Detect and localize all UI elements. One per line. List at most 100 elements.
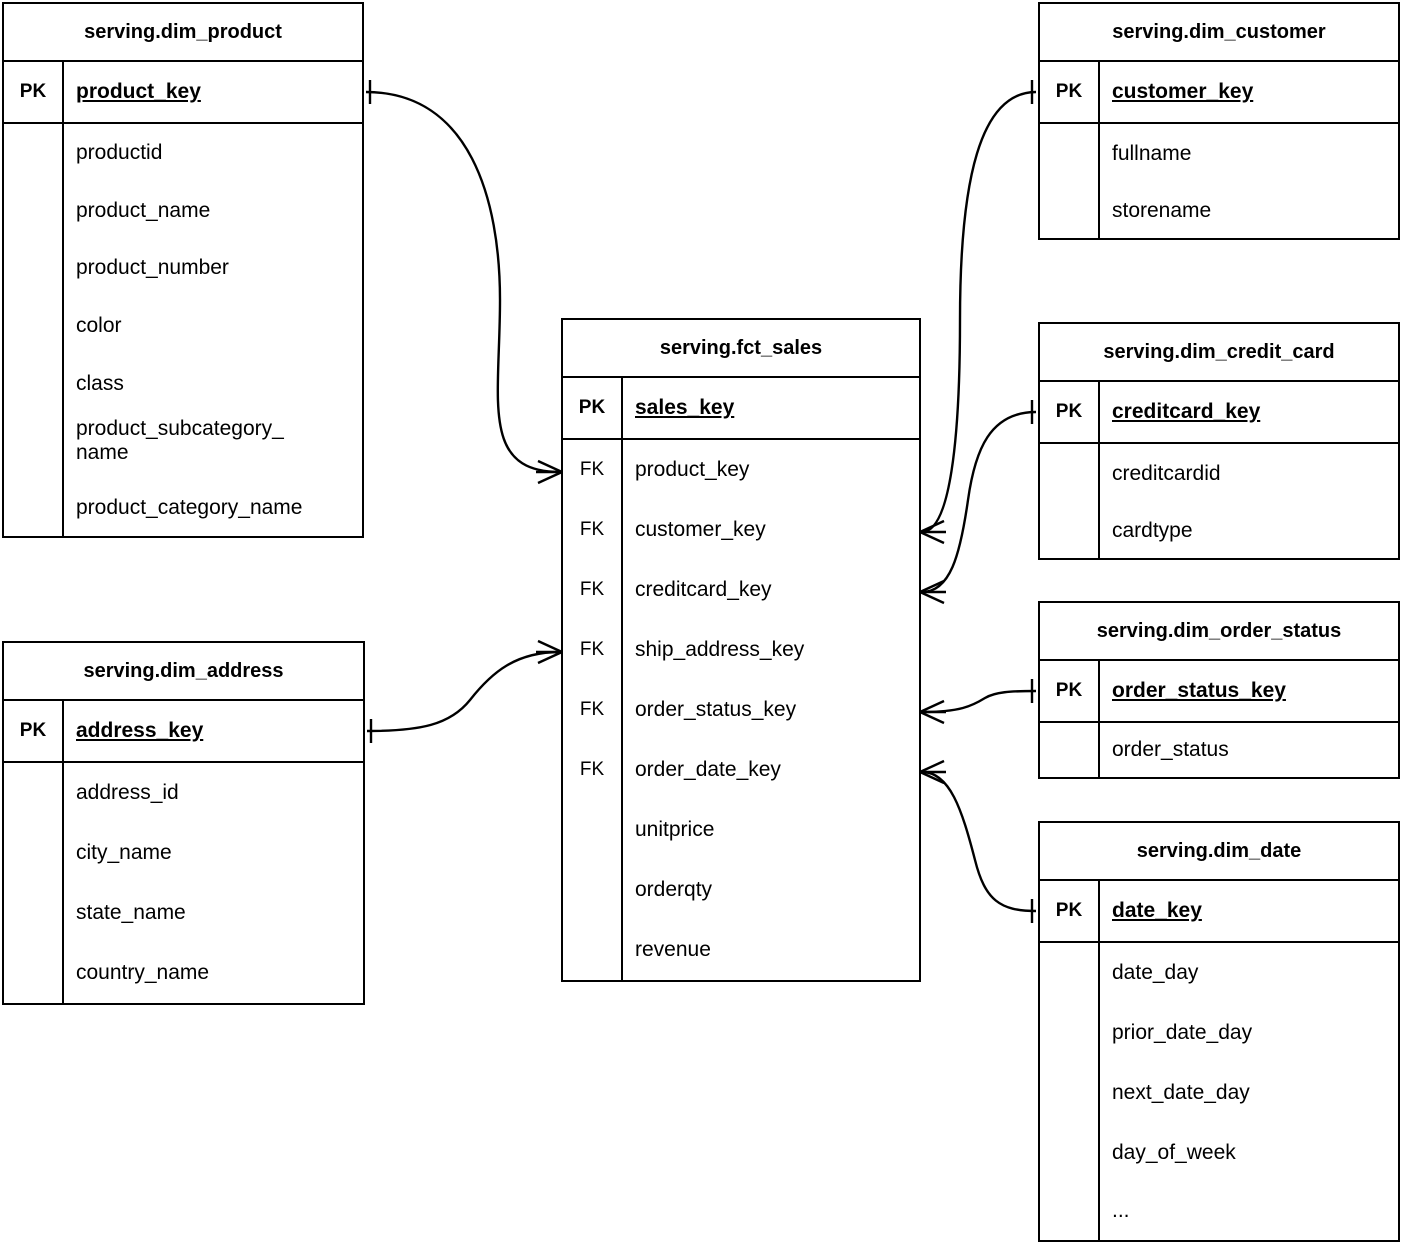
attributes-dim-date: date_day prior_date_day next_date_day da…: [1040, 943, 1398, 1240]
pk-marker: PK: [4, 701, 64, 761]
pk-marker: PK: [563, 378, 623, 438]
relationship-customer: [919, 80, 1037, 545]
entity-dim-order-status[interactable]: serving.dim_order_status PK order_status…: [1038, 601, 1400, 779]
entity-dim-date[interactable]: serving.dim_date PK date_key date_day pr…: [1038, 821, 1400, 1242]
entity-fct-sales[interactable]: serving.fct_sales PK sales_key FK produc…: [561, 318, 921, 982]
fk-marker: FK: [563, 620, 623, 680]
crowsfoot-creditcard: [919, 579, 946, 605]
pk-row-fct-sales[interactable]: PK sales_key: [563, 378, 919, 440]
field-product-name: product_name: [76, 198, 211, 222]
field-product-subcategory-name: product_subcategory_ name: [76, 416, 284, 464]
pk-marker: PK: [1040, 661, 1100, 721]
pk-row-dim-date[interactable]: PK date_key: [1040, 881, 1398, 943]
field-product-key: product_key: [76, 79, 201, 103]
field-product-category-name: product_category_name: [76, 496, 303, 520]
fk-marker: FK: [563, 680, 623, 740]
field-next-date-day: next_date_day: [1112, 1080, 1250, 1104]
field-order-status: order_status: [1112, 737, 1229, 761]
crowsfoot-date: [919, 759, 946, 785]
field-address-key: address_key: [76, 718, 204, 742]
field-cardtype: cardtype: [1112, 518, 1193, 542]
attributes-dim-customer: fullname storename: [1040, 124, 1398, 238]
entity-title-fct-sales: serving.fct_sales: [563, 320, 919, 378]
row-order-date-key[interactable]: FK order_date_key: [563, 740, 919, 800]
pk-marker: PK: [1040, 62, 1100, 122]
pk-marker: PK: [1040, 382, 1100, 442]
entity-dim-customer[interactable]: serving.dim_customer PK customer_key ful…: [1038, 2, 1400, 240]
field-class: class: [76, 371, 124, 395]
field-sales-key: sales_key: [635, 395, 735, 419]
entity-title-dim-customer: serving.dim_customer: [1040, 4, 1398, 62]
field-ship-address-key: ship_address_key: [635, 637, 805, 661]
key-gutter: [1040, 723, 1100, 777]
relationship-date: [919, 759, 1037, 923]
attributes-dim-address: address_id city_name state_name country_…: [4, 763, 363, 1003]
pk-row-dim-order-status[interactable]: PK order_status_key: [1040, 661, 1398, 723]
pk-marker: PK: [4, 62, 64, 122]
field-customer-key: customer_key: [1112, 79, 1254, 103]
relationship-product: [365, 80, 563, 485]
field-creditcardid: creditcardid: [1112, 461, 1221, 485]
entity-title-dim-credit-card: serving.dim_credit_card: [1040, 324, 1398, 382]
field-unitprice: unitprice: [635, 817, 715, 841]
pk-row-dim-credit-card[interactable]: PK creditcard_key: [1040, 382, 1398, 444]
entity-dim-credit-card[interactable]: serving.dim_credit_card PK creditcard_ke…: [1038, 322, 1400, 560]
key-gutter: [1040, 124, 1100, 238]
field-order-status-key: order_status_key: [1112, 678, 1286, 702]
fk-marker: FK: [563, 440, 623, 500]
key-gutter: [4, 124, 64, 536]
key-gutter: [4, 763, 64, 1003]
field-orderqty: orderqty: [635, 877, 713, 901]
row-revenue[interactable]: revenue: [563, 920, 919, 980]
row-ship-address-key[interactable]: FK ship_address_key: [563, 620, 919, 680]
entity-dim-product[interactable]: serving.dim_product PK product_key produ…: [2, 2, 364, 538]
field-creditcard-key: creditcard_key: [635, 577, 772, 601]
entity-dim-address[interactable]: serving.dim_address PK address_key addre…: [2, 641, 365, 1005]
field-date-key: date_key: [1112, 898, 1202, 922]
row-creditcard-key[interactable]: FK creditcard_key: [563, 560, 919, 620]
field-country-name: country_name: [76, 960, 210, 984]
fk-marker: FK: [563, 740, 623, 800]
relationship-orderstatus: [919, 679, 1037, 725]
pk-row-dim-product[interactable]: PK product_key: [4, 62, 362, 124]
attributes-dim-product: productid product_name product_number co…: [4, 124, 362, 536]
entity-title-dim-product: serving.dim_product: [4, 4, 362, 62]
key-gutter: [1040, 444, 1100, 558]
row-unitprice[interactable]: unitprice: [563, 800, 919, 860]
pk-marker: PK: [1040, 881, 1100, 941]
attributes-dim-credit-card: creditcardid cardtype: [1040, 444, 1398, 558]
key-gutter: [563, 860, 623, 920]
field-prior-date-day: prior_date_day: [1112, 1020, 1253, 1044]
entity-title-dim-date: serving.dim_date: [1040, 823, 1398, 881]
field-order-status-key: order_status_key: [635, 697, 797, 721]
attributes-dim-order-status: order_status: [1040, 723, 1398, 777]
field-customer-key: customer_key: [635, 517, 766, 541]
field-city-name: city_name: [76, 840, 172, 864]
pk-row-dim-address[interactable]: PK address_key: [4, 701, 363, 763]
relationship-address: [366, 639, 563, 743]
fk-marker: FK: [563, 500, 623, 560]
field-day-of-week: day_of_week: [1112, 1140, 1236, 1164]
pk-row-dim-customer[interactable]: PK customer_key: [1040, 62, 1398, 124]
row-order-status-key[interactable]: FK order_status_key: [563, 680, 919, 740]
crowsfoot-orderstatus: [919, 699, 946, 725]
fk-marker: FK: [563, 560, 623, 620]
field-date-day: date_day: [1112, 960, 1199, 984]
row-orderqty[interactable]: orderqty: [563, 860, 919, 920]
crowsfoot-customer: [919, 519, 946, 545]
key-gutter: [563, 920, 623, 980]
entity-title-dim-address: serving.dim_address: [4, 643, 363, 701]
field-address-id: address_id: [76, 780, 179, 804]
entity-title-dim-order-status: serving.dim_order_status: [1040, 603, 1398, 661]
crowsfoot-product: [536, 459, 563, 485]
field-fullname: fullname: [1112, 141, 1192, 165]
field-productid: productid: [76, 140, 163, 164]
row-product-key[interactable]: FK product_key: [563, 440, 919, 500]
field-order-date-key: order_date_key: [635, 757, 781, 781]
row-customer-key[interactable]: FK customer_key: [563, 500, 919, 560]
field-ellipsis: ...: [1112, 1199, 1130, 1223]
crowsfoot-address: [536, 639, 563, 665]
field-product-key: product_key: [635, 457, 750, 481]
field-storename: storename: [1112, 198, 1212, 222]
